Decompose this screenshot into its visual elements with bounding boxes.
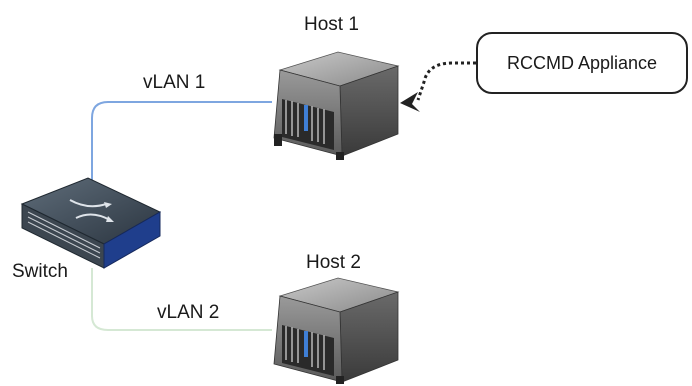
host1-server-icon — [273, 51, 400, 160]
host1-label: Host 1 — [304, 14, 359, 35]
arrowhead-icon — [400, 92, 420, 112]
vlan1-label: vLAN 1 — [143, 72, 206, 93]
rccmd-appliance-label: RCCMD Appliance — [506, 53, 658, 73]
vlan2-connector — [91, 268, 272, 331]
host2-server-icon — [273, 277, 400, 384]
switch-label: Switch — [12, 261, 68, 282]
switch-icon — [20, 177, 162, 269]
appliance-link-connector — [416, 61, 476, 101]
rccmd-appliance-node: RCCMD Appliance — [476, 32, 688, 94]
host2-label: Host 2 — [306, 252, 361, 273]
vlan1-connector — [91, 101, 272, 198]
vlan2-label: vLAN 2 — [157, 302, 220, 323]
